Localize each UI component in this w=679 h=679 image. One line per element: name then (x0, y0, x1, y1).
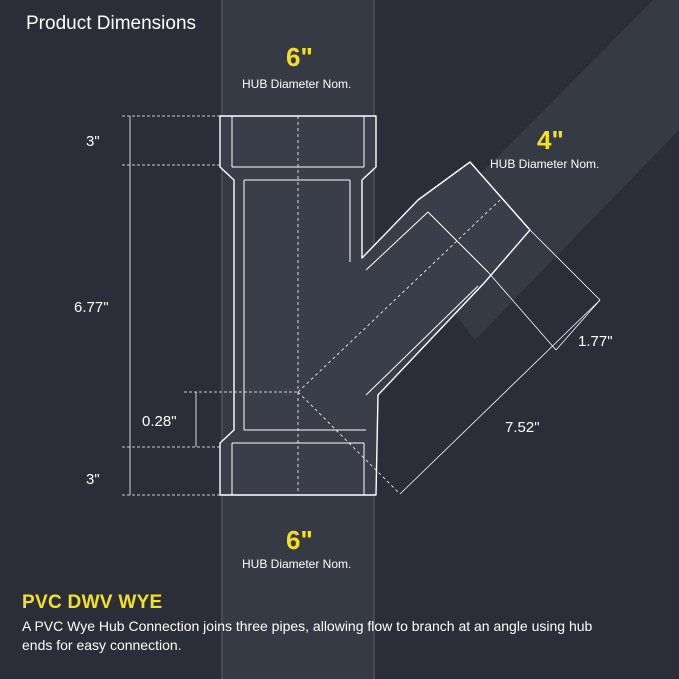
dim-branch-length-line (399, 299, 601, 495)
dim-bottom-hub: 3" (86, 471, 100, 488)
dim-branch-length: 7.52" (505, 419, 540, 436)
product-description: A PVC Wye Hub Connection joins three pip… (22, 618, 593, 653)
top-hub-label: HUB Diameter Nom. (242, 77, 352, 91)
branch-hub-size: 4" (537, 125, 564, 155)
dim-offset: 0.28" (142, 413, 177, 430)
centerline-branch-perp (297, 391, 401, 495)
dim-branch-hub-line (555, 299, 601, 351)
branch-inner-lower (365, 285, 479, 396)
branch-inner-upper (365, 211, 429, 271)
dim-branch-hub: 1.77" (578, 333, 613, 350)
product-name: PVC DWV WYE (22, 592, 163, 613)
top-hub-size: 6" (286, 42, 313, 72)
centerline-branch (297, 199, 501, 393)
bottom-hub-size: 6" (286, 525, 313, 555)
dim-branch-hub-ext1 (529, 229, 601, 301)
dim-top-hub: 3" (86, 133, 100, 150)
page-title: Product Dimensions (26, 13, 197, 34)
dim-body-length: 6.77" (74, 299, 109, 316)
wye-fitting-outline (219, 115, 531, 496)
branch-hub-rim (469, 161, 531, 231)
branch-hub-seat (427, 211, 489, 273)
dim-branch-hub-ext2 (487, 271, 557, 351)
branch-hub-label: HUB Diameter Nom. (490, 157, 600, 171)
bottom-hub-label: HUB Diameter Nom. (242, 557, 352, 571)
